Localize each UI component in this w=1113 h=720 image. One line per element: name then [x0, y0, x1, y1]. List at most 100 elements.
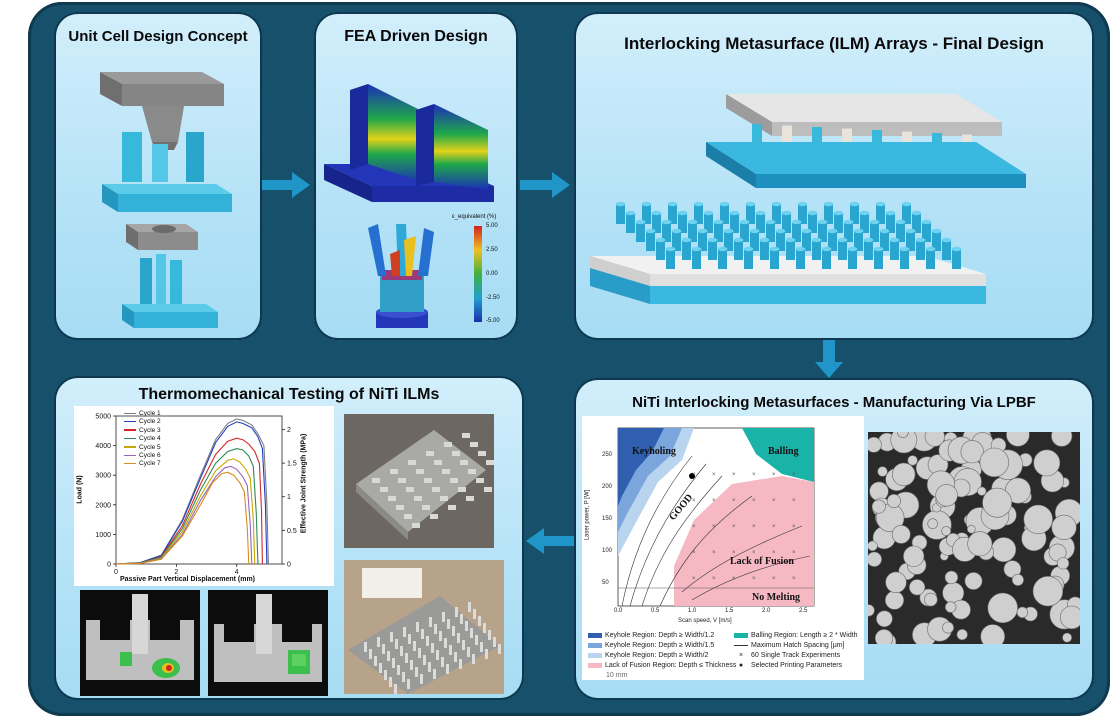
experiment-marker: ×: [752, 524, 756, 530]
printed-pin: [433, 669, 436, 679]
ilm-stud-cap: [899, 246, 910, 252]
ilm-stud-cap: [869, 219, 880, 225]
printed-block: [452, 451, 460, 456]
ilm-stud-cap: [823, 201, 834, 207]
x-tick-label: 2.0: [762, 608, 771, 614]
printed-pin: [395, 639, 398, 649]
ilm-stud-cap: [717, 246, 728, 252]
ilm-stud: [798, 204, 807, 224]
printed-block: [404, 514, 412, 519]
ilm-stud: [776, 231, 785, 251]
ilm-pillar: [782, 125, 792, 154]
printed-block: [412, 523, 420, 528]
ilm-stud-cap: [667, 201, 678, 207]
ilm-stud: [812, 240, 821, 260]
experiment-marker: ×: [692, 576, 696, 582]
powder-particle: [1062, 632, 1072, 643]
legend-label: Cycle 7: [139, 460, 161, 468]
powder-particle: [964, 572, 983, 590]
powder-particle: [891, 525, 911, 544]
printed-pin: [403, 627, 406, 637]
ilm-stud: [744, 249, 753, 269]
experiment-marker: ×: [772, 524, 776, 530]
ilm-stud: [730, 213, 739, 233]
powder-particle: [1032, 576, 1064, 607]
printed-block: [406, 487, 414, 492]
printed-pin: [387, 651, 390, 661]
ilm-stud: [724, 231, 733, 251]
experiment-marker: ×: [792, 524, 796, 530]
printed-pin: [416, 622, 419, 632]
printed-pin: [364, 642, 367, 652]
fea-illustration: [324, 84, 494, 328]
colorbar-tick: 5.00: [486, 223, 498, 229]
printed-block: [462, 433, 470, 438]
experiment-marker: ×: [732, 524, 736, 530]
ilm-stud-cap: [697, 228, 708, 234]
y2-tick-label: 1: [287, 494, 291, 501]
ilm-stud-cap: [847, 246, 858, 252]
printed-block: [444, 442, 452, 447]
ilm-stud: [838, 240, 847, 260]
ilm-stud-cap: [665, 246, 676, 252]
printed-pin: [420, 674, 423, 684]
printed-pin: [423, 655, 426, 665]
ilm-stud: [694, 204, 703, 224]
printed-pin: [452, 626, 455, 636]
ilm-stud: [750, 231, 759, 251]
y-tick-label: 3000: [95, 473, 111, 480]
legend-label: Cycle 5: [139, 443, 161, 451]
ilm-stud: [666, 249, 675, 269]
printed-pin: [397, 665, 400, 675]
printed-block: [398, 478, 406, 483]
printed-pin: [460, 614, 463, 624]
experiment-marker: ×: [732, 498, 736, 504]
printed-block: [408, 460, 416, 465]
powder-particle: [871, 499, 886, 514]
ilm-stud: [864, 240, 873, 260]
experiment-marker: ×: [692, 524, 696, 530]
printed-block: [486, 460, 494, 465]
powder-particle: [868, 551, 882, 567]
printed-pin: [455, 607, 458, 617]
ilm-stud-cap: [771, 201, 782, 207]
ilm-stud-cap: [723, 228, 734, 234]
printed-pin: [498, 644, 501, 654]
printed-block: [388, 496, 396, 501]
ilm-stud: [698, 231, 707, 251]
colorbar-tick: -2.50: [486, 295, 500, 301]
legend-entry: Cycle 3: [124, 427, 161, 435]
printed-pin: [454, 652, 457, 662]
powder-particle: [944, 601, 957, 613]
ilm-stud-cap: [635, 219, 646, 225]
printed-block: [448, 505, 456, 510]
ilm-stud-cap: [853, 228, 864, 234]
ilm-stud: [796, 249, 805, 269]
printed-block: [466, 496, 474, 501]
printed-pin: [493, 637, 496, 647]
printed-block: [470, 442, 478, 447]
ilm-stud: [886, 213, 895, 233]
ilm-stud: [926, 249, 935, 269]
ilm-stud: [688, 222, 697, 242]
photo-printed-array: [344, 414, 494, 548]
legend-swatch: [124, 446, 136, 448]
dic-strain-image-1: [80, 590, 200, 696]
ilm-stud-cap: [707, 237, 718, 243]
printed-pin: [478, 616, 481, 626]
printed-pin: [459, 659, 462, 669]
powder-particle: [982, 487, 1013, 518]
printed-pin: [442, 612, 445, 622]
powder-particle: [956, 629, 968, 641]
legend-label: Cycle 3: [139, 426, 161, 434]
ilm-stud: [860, 213, 869, 233]
experiment-marker: ×: [772, 472, 776, 478]
printed-block: [442, 469, 450, 474]
powder-particle: [967, 531, 993, 557]
panel-manufacturing: NiTi Interlocking Metasurfaces - Manufac…: [576, 380, 1092, 698]
series-line: [115, 448, 259, 565]
ilm-stud: [766, 222, 775, 242]
ilm-stud: [792, 222, 801, 242]
